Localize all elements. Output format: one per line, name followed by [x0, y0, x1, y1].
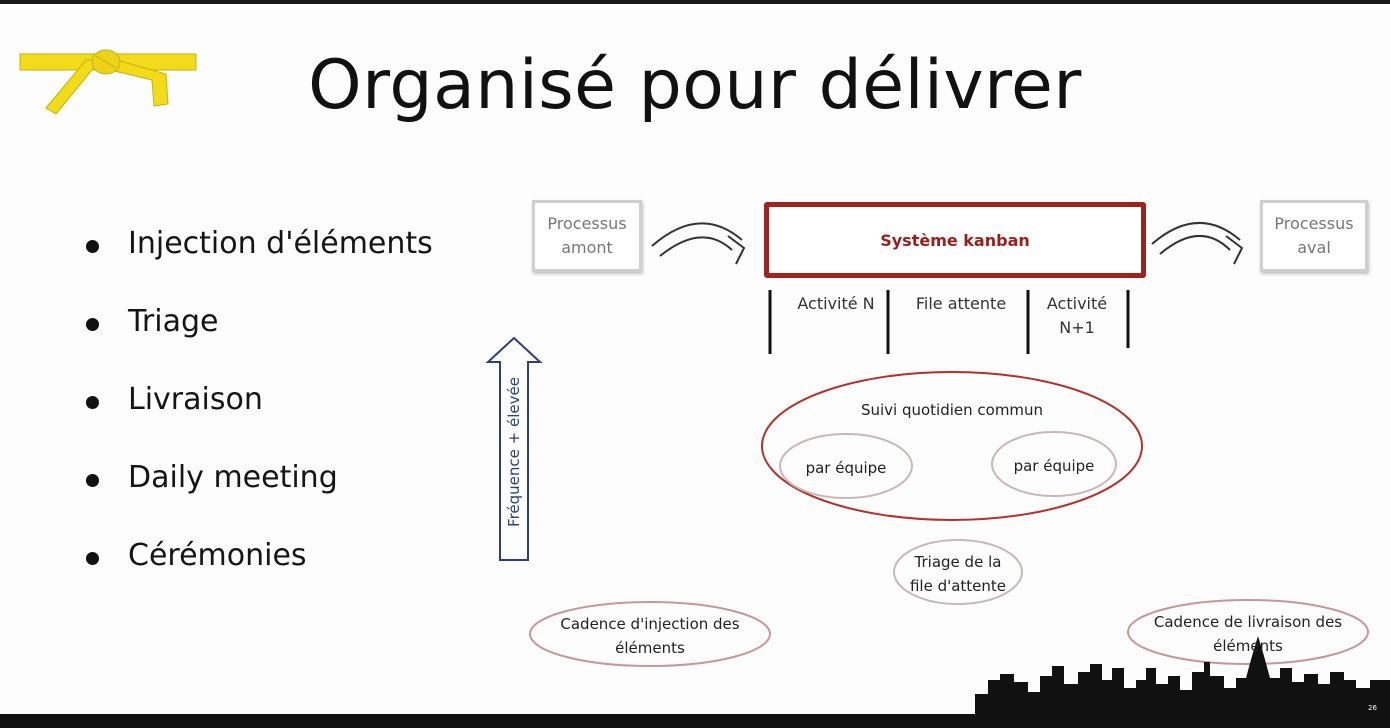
injection-cadence-label: Cadence d'injection des éléments — [560, 615, 740, 657]
bullet-item: Cérémonies — [86, 538, 433, 616]
column-label-activity-n: Activité N — [797, 294, 875, 313]
bullet-item: Daily meeting — [86, 460, 433, 538]
slide-title: Organisé pour délivrer — [308, 46, 1082, 125]
curved-arrow-icon — [1151, 221, 1244, 265]
slide: Organisé pour délivrer Injection d'éléme… — [0, 4, 1390, 714]
bullet-dot-icon — [86, 474, 99, 487]
queue-triage-oval — [893, 539, 1023, 605]
delivery-cadence-label: Cadence de livraison des éléments — [1153, 613, 1343, 655]
column-label-queue: File attente — [915, 294, 1007, 313]
curved-arrow-icon — [651, 222, 746, 265]
bullet-dot-icon — [86, 396, 99, 409]
frequency-label: Fréquence + élevée — [505, 377, 523, 527]
bullet-item: Livraison — [86, 382, 433, 460]
queue-triage-label: Triage de la file d'attente — [909, 553, 1007, 595]
daily-tracking-oval — [761, 371, 1143, 521]
bullet-dot-icon — [86, 240, 99, 253]
injection-cadence-oval — [529, 601, 771, 667]
column-label-activity-n1: Activité N+1 — [1046, 294, 1108, 337]
bottom-bar — [0, 714, 1390, 728]
bullet-dot-icon — [86, 552, 99, 565]
up-arrow-icon — [485, 336, 543, 561]
daily-tracking-label: Suivi quotidien commun — [860, 401, 1044, 419]
bullet-list: Injection d'éléments Triage Livraison Da… — [86, 226, 433, 616]
team-right-label: par équipe — [1013, 457, 1095, 475]
yellow-belt-icon — [19, 49, 197, 115]
downstream-process-box: Processus aval — [1260, 200, 1368, 272]
city-skyline-icon — [975, 636, 1390, 714]
kanban-system-box: Système kanban — [764, 202, 1146, 278]
bullet-item: Triage — [86, 304, 433, 382]
team-left-label: par équipe — [805, 459, 887, 477]
delivery-cadence-oval — [1127, 599, 1369, 665]
kanban-diagram — [485, 221, 1390, 714]
team-right-oval — [991, 431, 1117, 497]
column-separators — [768, 290, 1130, 354]
bullet-dot-icon — [86, 318, 99, 331]
upstream-process-box: Processus amont — [532, 200, 642, 272]
bullet-item: Injection d'éléments — [86, 226, 433, 304]
slide-number: 26 — [1368, 704, 1377, 712]
team-left-oval — [779, 433, 913, 499]
